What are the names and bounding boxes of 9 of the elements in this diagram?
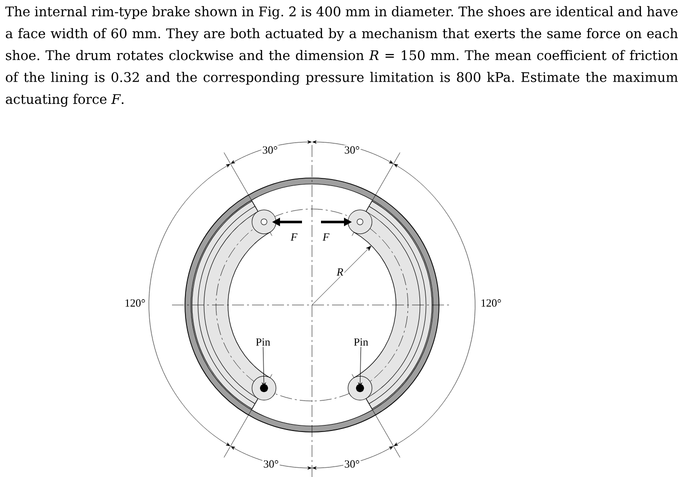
angle-label: 120° — [480, 298, 502, 308]
angle-label: 30° — [343, 145, 361, 155]
angle-label: 120° — [124, 298, 146, 308]
angle-label: 30° — [343, 459, 361, 469]
angle-label: 30° — [262, 459, 280, 469]
pin-label: Pin — [256, 338, 270, 346]
pin-label: Pin — [354, 338, 368, 346]
angle-label: 30° — [261, 145, 279, 155]
problem-text: The internal rim-type brake shown in Fig. 2 is 400 mm in diameter. The shoes are identical and have a face width of 60 mm. They are both actuated by a mechanism that exerts the same force on each shoe. The drum rotates clockwise and the dimension R = 150 mm. The mean coefficient of friction of the lining is 0.32 and the corresponding pressure limitation is 800 kPa. Estimate the maximum actuating force F. — [5, 6, 678, 107]
